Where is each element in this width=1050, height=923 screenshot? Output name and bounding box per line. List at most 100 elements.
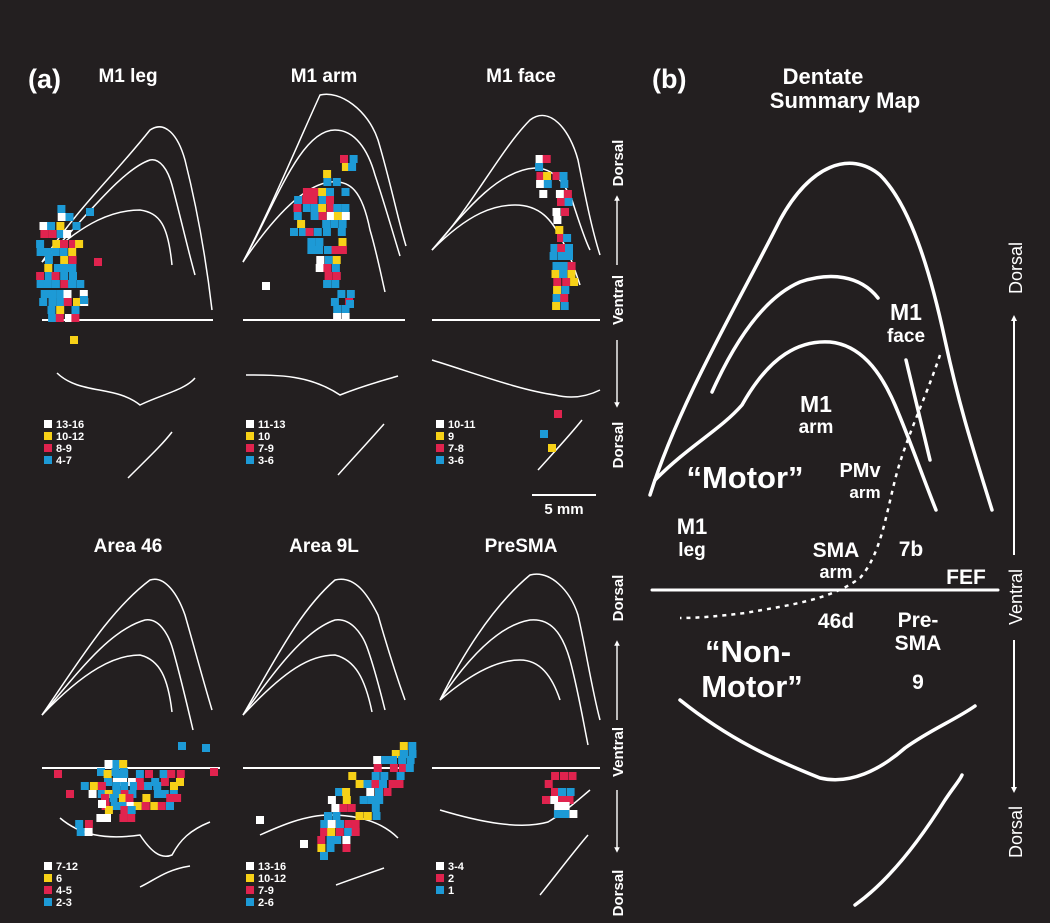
legend-label: 13-16 (258, 861, 286, 873)
voxel-cell (555, 190, 564, 198)
legend-label: 7-12 (56, 861, 78, 873)
voxel-cell (86, 208, 94, 216)
legend-label: 7-9 (258, 443, 274, 455)
axis-ventral-top: Ventral (610, 275, 627, 325)
voxel-cell (552, 302, 561, 310)
voxel-cell (297, 220, 306, 228)
voxel-cell (80, 296, 88, 304)
voxel-cell (63, 290, 72, 298)
voxel-cell (342, 788, 351, 796)
nucleus-outline (431, 114, 601, 471)
voxel-cell (563, 234, 572, 242)
voxel-cell (294, 196, 303, 204)
voxel-cell (56, 230, 65, 238)
axis-dorsal-bottom: Dorsal (610, 870, 627, 917)
voxel-cell (70, 336, 78, 344)
label-m1-leg-2: leg (678, 540, 705, 561)
voxel-cell (160, 778, 169, 786)
voxel-cell (310, 212, 319, 220)
voxel-cell (326, 196, 334, 204)
voxel-cell (68, 280, 77, 288)
voxel-cell (120, 770, 129, 778)
voxel-cell (318, 196, 327, 204)
legend-swatch (44, 432, 52, 440)
voxel-cell (153, 790, 162, 798)
voxel-cell (40, 230, 49, 238)
voxel-cell (367, 796, 376, 804)
voxel-cell (44, 264, 53, 272)
voxel-cell (563, 190, 572, 198)
legend-swatch (436, 456, 444, 464)
voxel-cell (332, 256, 341, 264)
voxel-cell (318, 212, 327, 220)
voxel-cell (558, 796, 567, 804)
voxel-cell (536, 180, 545, 188)
legend-swatch (44, 420, 52, 428)
voxel-cell (323, 246, 332, 254)
voxel-cell (348, 772, 357, 780)
legend-swatch (246, 886, 254, 894)
voxel-cell (539, 190, 548, 198)
voxel-cell (142, 794, 151, 802)
voxel-cell (396, 772, 405, 780)
voxel-cell (73, 298, 81, 306)
voxel-cell (316, 256, 325, 264)
voxel-cell (141, 802, 150, 810)
voxel-cell (51, 280, 60, 288)
axis-dorsal-top: Dorsal (1006, 242, 1026, 294)
voxel-cell (341, 204, 350, 212)
legend-swatch (44, 874, 52, 882)
legend-swatch (246, 898, 254, 906)
voxel-cell (322, 220, 331, 228)
voxel-cell (550, 244, 559, 252)
voxel-cell (119, 760, 128, 768)
voxel-cell (57, 213, 66, 221)
label-m1-face-1: M1 (890, 299, 922, 325)
voxel-cell (320, 820, 329, 828)
voxel-cell (40, 290, 49, 298)
voxel-cell (395, 780, 404, 788)
voxel-cell (561, 208, 569, 216)
voxel-cell (561, 810, 570, 818)
voxel-cells (256, 742, 417, 860)
voxel-cell (66, 790, 74, 798)
voxel-cell (326, 844, 335, 852)
voxel-cell (557, 198, 565, 206)
voxel-cell (202, 744, 210, 752)
voxel-cell (71, 314, 80, 322)
voxel-cells (262, 155, 358, 321)
voxel-cell (335, 788, 344, 796)
label-pmv-1: PMv (839, 460, 881, 482)
voxel-cell (398, 764, 407, 772)
voxel-cell (48, 314, 57, 322)
voxel-cell (341, 313, 350, 321)
map-presma: PreSMA 3-421 (432, 536, 601, 897)
voxel-cell (379, 780, 387, 788)
voxel-cell (112, 782, 121, 790)
voxel-cell (399, 742, 408, 750)
legend-swatch (246, 456, 254, 464)
voxel-cell (256, 816, 264, 824)
legend-label: 10-12 (56, 431, 84, 443)
voxel-cell (310, 188, 319, 196)
voxel-cell (543, 172, 552, 180)
legend-label: 13-16 (56, 419, 84, 431)
voxel-cell (338, 246, 347, 254)
voxel-cell (544, 780, 553, 788)
voxel-cell (341, 212, 350, 220)
voxel-cell (391, 750, 400, 758)
axis-dorsal-bottom: Dorsal (610, 422, 627, 469)
map-title: Area 46 (94, 536, 163, 557)
voxel-cell (559, 172, 568, 180)
legend-swatch (44, 444, 52, 452)
voxel-cell (553, 810, 562, 818)
voxel-cell (52, 240, 61, 248)
voxel-cell (336, 820, 344, 828)
voxel-cell (60, 240, 68, 248)
voxel-cell (341, 188, 350, 196)
legend-label: 1 (448, 885, 454, 897)
summary-outline (648, 161, 1000, 907)
voxel-cell (323, 170, 332, 178)
voxel-cell (380, 772, 389, 780)
